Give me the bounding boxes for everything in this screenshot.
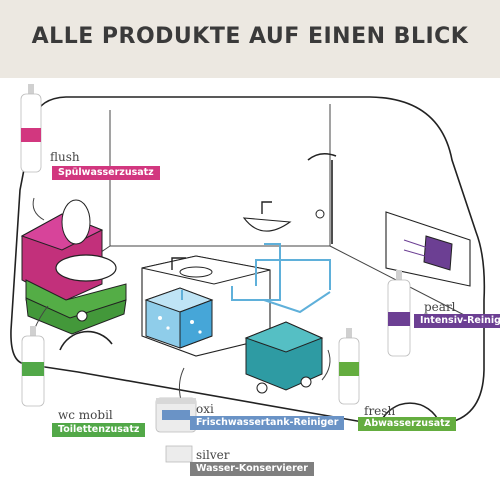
fresh-water-tank xyxy=(144,287,214,349)
product-name-silver: silver xyxy=(196,448,230,462)
product-tag-flush: Spülwasserzusatz xyxy=(52,166,160,180)
product-name-pearl: pearl xyxy=(424,300,456,314)
bottle-fresh xyxy=(338,328,360,405)
product-tag-pearl: Intensiv-Reiniger xyxy=(414,314,500,328)
product-name-oxi: oxi xyxy=(196,402,214,416)
bottle-pearl xyxy=(387,270,411,357)
product-tag-fresh: Abwasserzusatz xyxy=(358,417,457,431)
arrow-fresh xyxy=(321,349,331,381)
wall-washbasin xyxy=(242,201,292,232)
product-name-wc-mobil: wc mobil xyxy=(58,408,113,422)
water-pipes xyxy=(181,243,331,314)
header-banner xyxy=(0,0,500,78)
headline: ALLE PRODUKTE AUF EINEN BLICK xyxy=(31,24,469,49)
wheel-front xyxy=(59,330,113,351)
product-name-fresh: fresh xyxy=(364,404,396,418)
waste-water-tank xyxy=(244,321,324,394)
shower xyxy=(307,152,337,244)
product-name-flush: flush xyxy=(50,150,80,164)
arrow-flush xyxy=(32,197,45,221)
product-tag-oxi: Frischwassertank-Reiniger xyxy=(190,416,345,430)
product-tag-wc-mobil: Toilettenzusatz xyxy=(52,423,146,437)
window-cleaning xyxy=(385,211,471,287)
product-tag-silver: Wasser-Konservierer xyxy=(190,462,314,476)
bottle-wc-mobil xyxy=(21,326,45,407)
jar-silver xyxy=(165,445,193,463)
bottle-flush xyxy=(20,84,42,173)
wheel-rear xyxy=(379,402,441,425)
toilet xyxy=(20,199,127,335)
jar-oxi xyxy=(155,397,197,433)
